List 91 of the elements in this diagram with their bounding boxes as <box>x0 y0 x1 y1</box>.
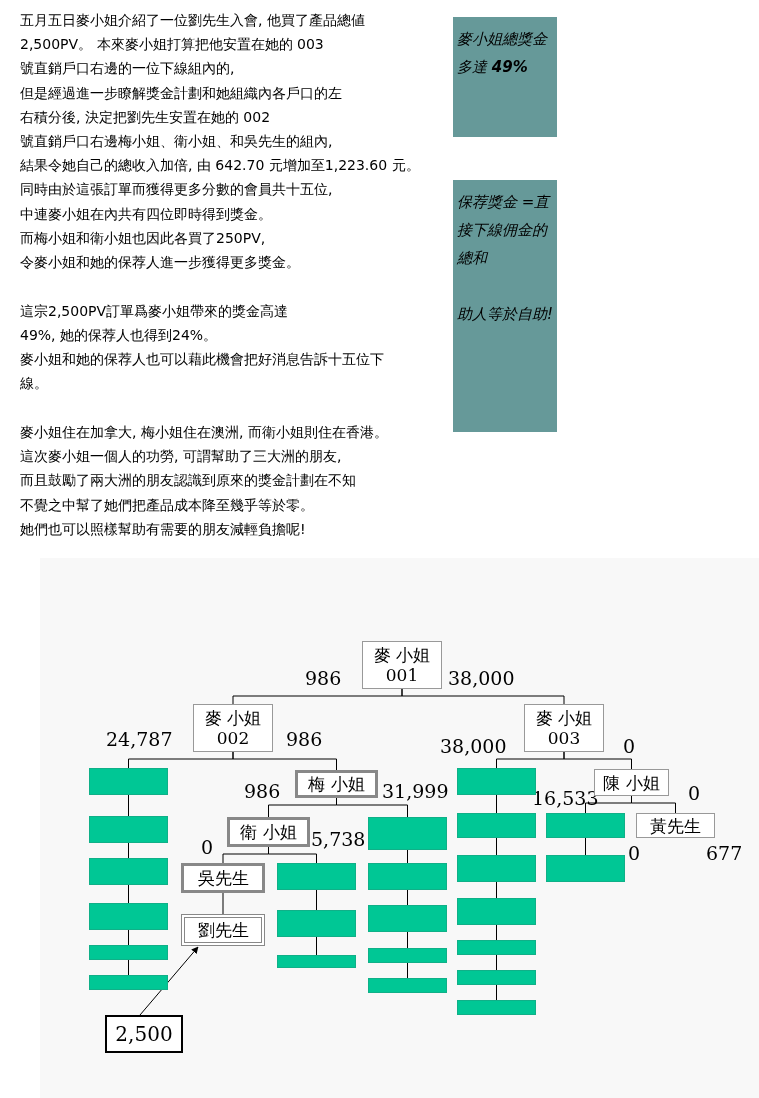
name-box: 麥 小姐 003 <box>524 704 604 752</box>
member-bar <box>277 863 356 890</box>
member-bar <box>368 863 447 890</box>
connector-line <box>496 794 497 814</box>
score-label: 0 <box>628 842 641 864</box>
connector-line <box>407 889 408 906</box>
value-box: 2,500 <box>105 1015 183 1053</box>
score-label: 38,000 <box>440 735 507 757</box>
name-box: 黃先生 <box>636 813 715 838</box>
paragraph-line: 麥小姐和她的保荐人也可以藉此機會把好消息告訴十五位下 <box>20 350 385 370</box>
name-box: 麥 小姐 001 <box>362 641 442 689</box>
name-box: 梅 小姐 <box>295 770 378 798</box>
paragraph-line: 五月五日麥小姐介紹了一位劉先生入會, 他買了產品總値 <box>20 11 366 30</box>
score-label: 0 <box>688 782 701 804</box>
connector-line <box>496 984 497 1001</box>
member-bar <box>368 978 447 993</box>
paragraph-line: 2,500PV。 本來麥小姐打算把他安置在她的 003 <box>20 35 325 55</box>
paragraph-line: 不覺之中幫了她們把產品成本降至幾乎等於零。 <box>20 495 315 515</box>
connector-line <box>496 881 497 899</box>
member-bar <box>457 855 536 882</box>
paragraph-line: 同時由於這張訂單而獲得更多分數的會員共十五位, <box>20 180 334 200</box>
paragraph-line: 號直銷戶口右邊的一位下線組內的, <box>20 59 236 79</box>
name-box: 麥 小姐 002 <box>193 704 273 752</box>
score-label: 24,787 <box>106 728 173 750</box>
name-box: 吳先生 <box>181 863 265 893</box>
connector-line <box>496 954 497 971</box>
member-bar <box>546 813 625 838</box>
member-bar <box>89 858 168 885</box>
connector-line <box>401 688 565 705</box>
member-bar <box>457 940 536 955</box>
connector-line <box>222 892 224 915</box>
connector-line <box>563 751 632 770</box>
connector-line <box>496 924 497 941</box>
note-panel: 麥小姐總獎金多達 49% <box>453 17 557 137</box>
paragraph-line: 令麥小姐和她的保荐人進一步獲得更多獎金。 <box>20 253 301 273</box>
score-label: 38,000 <box>448 667 515 689</box>
connector-line <box>407 849 408 864</box>
member-bar <box>368 817 447 850</box>
member-bar <box>89 768 168 795</box>
connector-line <box>232 751 337 771</box>
paragraph-line: 右積分後, 決定把劉先生安置在她的 002 <box>20 107 272 127</box>
connector-line <box>316 889 317 911</box>
member-bar <box>457 1000 536 1015</box>
connector-line <box>128 929 129 946</box>
paragraph-line: 而梅小姐和衛小姐也因此各買了250PV, <box>20 228 267 248</box>
paragraph-line: 這宗2,500PV訂單爲麥小姐帶來的獎金高達 <box>20 301 290 321</box>
member-bar <box>277 910 356 937</box>
paragraph-line: 而且鼓勵了兩大洲的朋友認識到原來的獎金計劃在不知 <box>20 471 357 491</box>
member-bar <box>457 898 536 925</box>
paragraph-line: 結果令她自己的總收入加倍, 由 642.70 元增加至1,223.60 元。 <box>20 156 421 176</box>
connector-line <box>407 931 408 949</box>
connector-line <box>128 794 129 817</box>
connector-line <box>496 837 497 856</box>
paragraph-line: 號直銷戶口右邊梅小姐、衛小姐、和吳先生的組內, <box>20 132 334 151</box>
name-box: 陳 小姐 <box>594 769 669 796</box>
paragraph-line: 線。 <box>20 374 49 394</box>
member-bar <box>89 945 168 960</box>
arrow <box>139 946 199 1016</box>
paragraph-line: 她們也可以照樣幫助有需要的朋友減輕負擔呢! <box>20 519 307 539</box>
member-bar <box>89 975 168 990</box>
score-label: 31,999 <box>382 780 449 802</box>
score-label: 986 <box>286 728 323 750</box>
connector-line <box>585 837 586 856</box>
name-box: 衛 小姐 <box>227 817 310 847</box>
note-panel: 保荐獎金 =直接下線佣金的總和 助人等於自助! <box>453 180 557 432</box>
score-label: 0 <box>201 836 214 858</box>
connector-line <box>128 959 129 976</box>
score-label: 677 <box>706 842 743 864</box>
member-bar <box>457 813 536 838</box>
paragraph-line: 49%, 她的保荐人也得到24%。 <box>20 325 219 345</box>
member-bar <box>546 855 625 882</box>
paragraph-line: 中連麥小姐在內共有四位即時得到獎金。 <box>20 204 273 224</box>
connector-line <box>407 962 408 979</box>
member-bar <box>457 970 536 985</box>
paragraph-line: 麥小姐住在加拿大, 梅小姐住在澳洲, 而衛小姐則住在香港。 <box>20 423 389 443</box>
name-box: 劉先生 <box>181 914 265 946</box>
score-label: 986 <box>244 780 281 802</box>
paragraph-line: 但是經過進一步瞭解獎金計劃和她組織內各戶口的左 <box>20 83 343 103</box>
member-bar <box>277 955 356 968</box>
connector-line <box>128 842 129 859</box>
score-label: 5,738 <box>311 828 366 850</box>
member-bar <box>368 948 447 963</box>
connector-line <box>316 936 317 956</box>
paragraph-line: 這次麥小姐一個人的功勞, 可謂幫助了三大洲的朋友, <box>20 447 343 467</box>
score-label: 986 <box>305 667 342 689</box>
member-bar <box>368 905 447 932</box>
score-label: 0 <box>623 735 636 757</box>
member-bar <box>89 816 168 843</box>
member-bar <box>89 903 168 930</box>
connector-line <box>128 884 129 904</box>
member-bar <box>457 768 536 795</box>
